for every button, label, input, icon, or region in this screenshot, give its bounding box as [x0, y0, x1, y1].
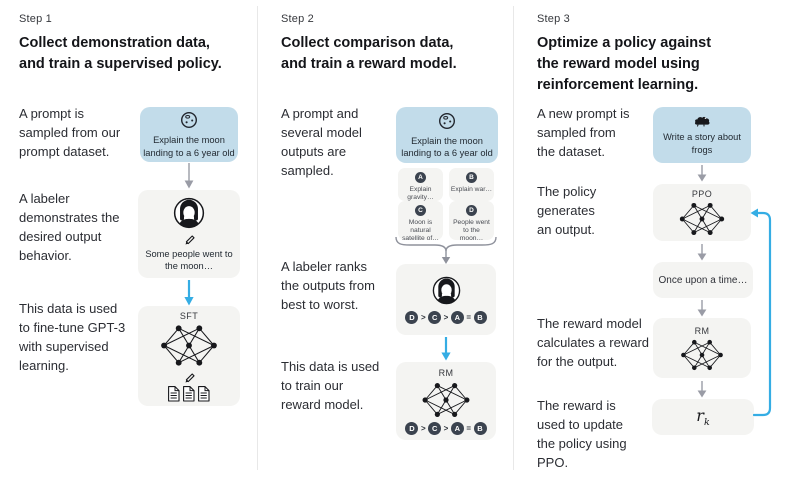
arrow-down-gray	[697, 300, 707, 317]
sft-model-box: SFT	[138, 306, 240, 406]
card-text: People went to the moon…	[453, 218, 490, 242]
output-card-d: D People went to the moon…	[449, 201, 494, 242]
column-divider	[513, 6, 514, 470]
step-3-paragraph-2: The policy generates an output.	[537, 184, 597, 237]
arrow-down-blue	[441, 337, 451, 361]
card-letter-badge: D	[466, 205, 477, 216]
labeler-icon	[173, 197, 205, 228]
step-2-title: Collect comparison data, and train a rew…	[281, 33, 457, 75]
documents-icon	[168, 385, 210, 402]
rank-badge: D	[405, 311, 419, 324]
prompt-text: Write a story about frogs	[663, 132, 741, 155]
rm-model-box-step3: RM	[653, 318, 751, 378]
step-3-paragraph-1: A new prompt is sampled from the dataset…	[537, 106, 630, 159]
card-text: Moon is natural satellite of…	[402, 218, 439, 242]
step-2-label: Step 2	[281, 13, 315, 25]
step-3-paragraph-3: The reward model calculates a reward for…	[537, 316, 649, 369]
policy-output-box: Once upon a time…	[653, 262, 753, 298]
rank-badge: B	[473, 421, 487, 435]
title-line: Collect comparison data,	[281, 35, 454, 51]
labeler-demo-text: Some people went to the moon…	[145, 248, 233, 272]
title-line: and train a reward model.	[281, 56, 457, 72]
step-1-paragraph-3: This data is used to fine-tune GPT-3 wit…	[19, 301, 126, 373]
title-line: reinforcement learning.	[537, 77, 699, 93]
step-3-label: Step 3	[537, 13, 571, 25]
rank-badge: C	[428, 421, 442, 435]
reward-symbol: r	[696, 405, 704, 425]
rm-label: RM	[438, 367, 454, 378]
step-2-paragraph-3: This data is used to train our reward mo…	[281, 359, 380, 412]
step-1-label: Step 1	[19, 13, 53, 25]
step-3-paragraph-4: The reward is used to update the policy …	[537, 398, 627, 470]
reward-value-box: rk	[652, 399, 754, 435]
labeler-icon	[432, 276, 460, 305]
network-icon	[679, 202, 725, 236]
sft-label: SFT	[179, 310, 199, 321]
rm-model-box-step2: RM D > C > A = B	[396, 362, 496, 440]
title-line: the reward model using	[537, 56, 700, 72]
output-card-c: C Moon is natural satellite of…	[398, 201, 443, 242]
title-line: and train a supervised policy.	[19, 56, 222, 72]
rank-separator: >	[443, 423, 449, 433]
arrow-down-gray	[697, 165, 707, 182]
title-line: Optimize a policy against	[537, 35, 712, 51]
output-card-a: A Explain gravity…	[398, 168, 443, 201]
rm-label: RM	[694, 325, 710, 336]
prompt-box-step3: Write a story about frogs	[653, 107, 751, 163]
prompt-text: Explain the moon landing to a 6 year old	[401, 135, 493, 159]
frog-icon	[694, 116, 710, 127]
title-line: Collect demonstration data,	[19, 35, 210, 51]
reward-value: rk	[696, 406, 709, 428]
moon-icon	[180, 111, 198, 129]
step-2-paragraph-2: A labeler ranks the outputs from best to…	[281, 259, 375, 312]
network-icon	[422, 382, 470, 417]
rank-badge: A	[450, 311, 464, 324]
ranking-row: D > C > A = B	[405, 421, 487, 435]
pencil-icon	[185, 234, 195, 244]
step-1-title: Collect demonstration data, and train a …	[19, 33, 222, 75]
output-text: Once upon a time…	[658, 274, 748, 286]
card-letter-badge: A	[415, 172, 426, 183]
rank-separator: >	[420, 313, 426, 322]
rank-badge: A	[450, 421, 464, 435]
rank-separator: =	[466, 313, 471, 322]
rank-separator: >	[443, 313, 449, 322]
prompt-text: Explain the moon landing to a 6 year old	[143, 135, 235, 158]
prompt-box-step2: Explain the moon landing to a 6 year old	[396, 107, 498, 163]
arrow-down-blue	[184, 280, 194, 306]
pencil-icon	[185, 372, 195, 382]
rank-separator: =	[466, 423, 471, 433]
ppo-label: PPO	[691, 189, 713, 199]
output-card-b: B Explain war…	[449, 168, 494, 201]
rank-badge: B	[473, 311, 487, 324]
prompt-box-step1: Explain the moon landing to a 6 year old	[140, 107, 238, 162]
step-1-paragraph-1: A prompt is sampled from our prompt data…	[19, 106, 121, 159]
arrow-down-gray	[697, 244, 707, 261]
column-divider	[257, 6, 258, 470]
reward-subscript: k	[703, 417, 710, 429]
brace-arrow-down	[395, 236, 497, 264]
moon-icon	[438, 112, 456, 129]
network-icon	[161, 324, 217, 366]
step-1-paragraph-2: A labeler demonstrates the desired outpu…	[19, 191, 120, 263]
arrow-down-gray	[697, 381, 707, 398]
step-3-title: Optimize a policy against the reward mod…	[537, 33, 711, 96]
rank-separator: >	[420, 423, 426, 433]
card-text: Explain war…	[450, 185, 493, 193]
labeler-box-step2: D > C > A = B	[396, 264, 496, 335]
network-icon	[681, 339, 723, 370]
step-2-paragraph-1: A prompt and several model outputs are s…	[281, 106, 362, 178]
labeler-box-step1: Some people went to the moon…	[138, 190, 240, 278]
rank-badge: D	[405, 421, 419, 435]
ppo-policy-box: PPO	[653, 184, 751, 241]
card-letter-badge: B	[466, 172, 477, 183]
ranking-row: D > C > A = B	[405, 311, 487, 324]
feedback-loop-arrow	[750, 208, 772, 417]
card-text: Explain gravity…	[407, 185, 434, 201]
arrow-down-gray	[184, 163, 194, 189]
card-letter-badge: C	[415, 205, 426, 216]
rank-badge: C	[428, 311, 442, 324]
